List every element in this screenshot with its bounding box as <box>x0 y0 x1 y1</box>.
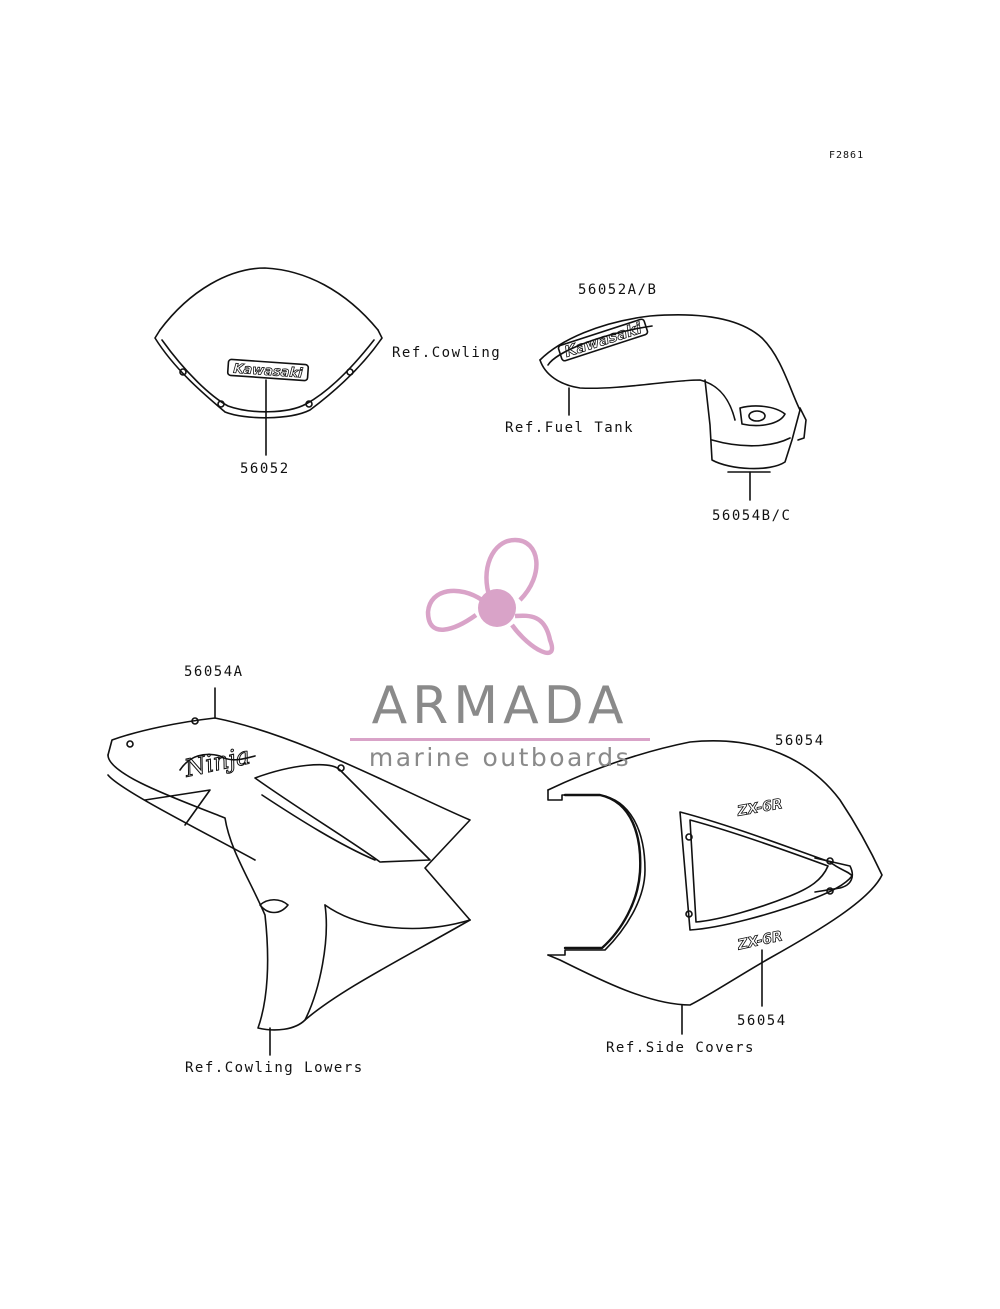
side-cover-decal-lower: ZX-6R <box>735 928 784 953</box>
cowling-lower-drawing <box>107 687 471 1056</box>
callout-ref-cowling: Ref.Cowling <box>392 345 502 361</box>
windshield-drawing <box>154 267 383 456</box>
callout-56054a: 56054A <box>184 664 244 680</box>
fuel-tank-drawing <box>539 314 807 501</box>
figure-code: F2861 <box>829 150 865 161</box>
watermark-title: ARMADA <box>371 676 629 736</box>
watermark-subtitle: marine outboards <box>368 743 632 772</box>
side-cover-decal-upper: ZX-6R <box>735 796 784 820</box>
callout-56054-top: 56054 <box>775 733 825 749</box>
watermark-divider <box>350 738 650 741</box>
callout-56054-bottom: 56054 <box>737 1013 787 1029</box>
callout-ref-fuel-tank: Ref.Fuel Tank <box>505 420 635 436</box>
callout-ref-cowling-lowers: Ref.Cowling Lowers <box>185 1060 364 1076</box>
windshield-decal-logo: Kawasaki <box>233 362 304 382</box>
side-covers-drawing <box>547 740 883 1035</box>
callout-ref-side-covers: Ref.Side Covers <box>606 1040 755 1056</box>
callout-56052: 56052 <box>240 461 290 477</box>
callout-56054bc: 56054B/C <box>712 508 792 524</box>
propeller-icon <box>425 537 555 655</box>
callout-56052ab: 56052A/B <box>578 282 658 298</box>
cowling-decal-logo: Ninja <box>181 742 252 783</box>
